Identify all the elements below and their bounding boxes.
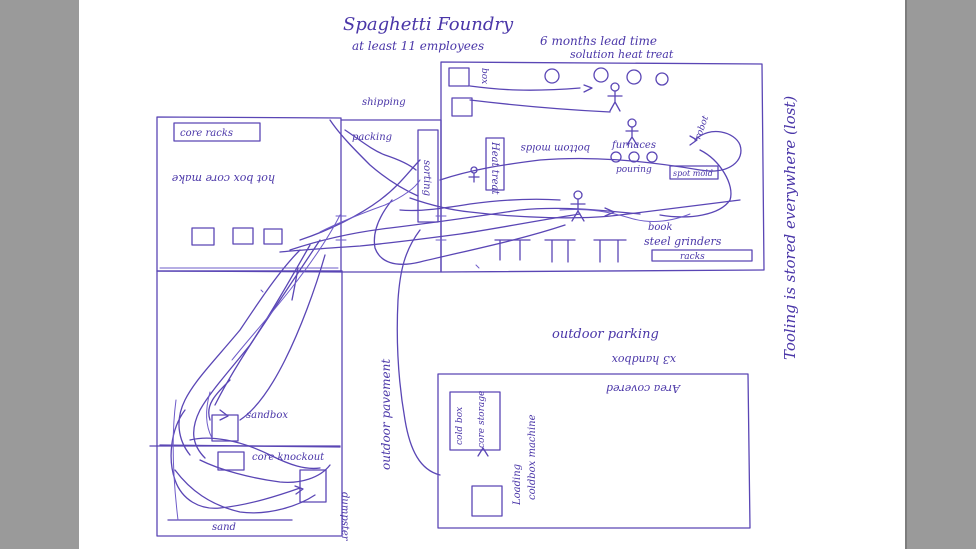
subtitle-text: at least 11 employees [352,39,484,53]
sand-bottom-label: sand [212,522,236,533]
title-text: Spaghetti Foundry [343,14,514,35]
knockout-unit [217,451,245,471]
spot-mold-box [669,165,719,180]
coldbox-label: cold box [455,407,465,445]
hot-box-core-label: hot box core make [171,172,275,185]
steel-grinders-label: steel grinders [644,235,722,248]
furnace-top-3 [626,69,642,85]
bottom-molds-label: bottom molds [521,142,590,153]
material-flow-lines [159,85,742,521]
main-foundry-outline [440,61,765,273]
core-storage-label: core storage [477,391,487,448]
core-racks-label: core racks [180,128,233,139]
core-machine-1 [191,227,215,246]
shipping-label: shipping [362,97,406,108]
worker-figure-4 [468,166,480,183]
grinder-bench-2 [544,239,576,263]
tick-marks [260,215,480,293]
worker-figure-1 [607,82,623,112]
knockout-label: core knockout [252,452,325,463]
loading-label: Loading [512,464,523,506]
worker-figure-2 [625,118,639,146]
coldbox-building-outline [437,373,751,529]
coldbox-machine-unit [471,485,503,517]
solution-text: solution heat treat [570,48,674,61]
furnace-top-4 [655,72,669,86]
area-covered-label: Area covered [606,382,681,395]
coldbox-unit [449,391,501,451]
paper-sheet [79,0,905,549]
paper-edge-shadow [905,0,907,549]
outdoor-pavement-label: outdoor pavement [379,359,393,470]
worker-figure-3 [570,190,586,222]
core-machine-3 [263,228,283,245]
lead-time-text: 6 months lead time [540,34,657,48]
dumpster-label: dumpster [339,492,350,542]
top-left-machine-1 [448,67,470,87]
grinder-bench-3 [593,239,627,263]
furnace-top-2 [593,67,609,83]
outdoor-parking-label: outdoor parking [552,327,659,342]
top-left-machine-2 [451,97,473,117]
dumpster-box [299,469,327,503]
robot-label: robot [693,114,711,141]
heat-treat-label: Heat treat [489,141,500,195]
furnace-1 [610,151,622,163]
core-machine-2 [232,227,254,245]
coldbox-machine-label: coldbox machine [527,414,538,500]
handbox-label: x3 handbox [611,353,676,366]
tooling-note-text: Tooling is stored everywhere (lost) [781,96,799,360]
core-racks-box [173,122,261,142]
sandbox-unit [211,414,239,442]
furnace-top-1 [544,68,560,84]
spot-mold-label: spot mold [673,169,713,178]
furnace-3 [646,151,658,163]
furnaces-label: furnaces [611,140,656,151]
sorting-table [417,129,439,223]
heat-treat-oven [485,137,505,191]
racks-box [651,249,753,262]
packing-label: packing [352,132,392,143]
flow-arrowheads [219,84,698,495]
sorting-label: sorting [421,160,432,196]
book-label: book [648,222,673,233]
box-label: box [479,68,489,84]
pouring-label: pouring [616,165,652,175]
sandbox-label: sandbox [246,410,288,421]
racks-label: racks [680,252,705,262]
